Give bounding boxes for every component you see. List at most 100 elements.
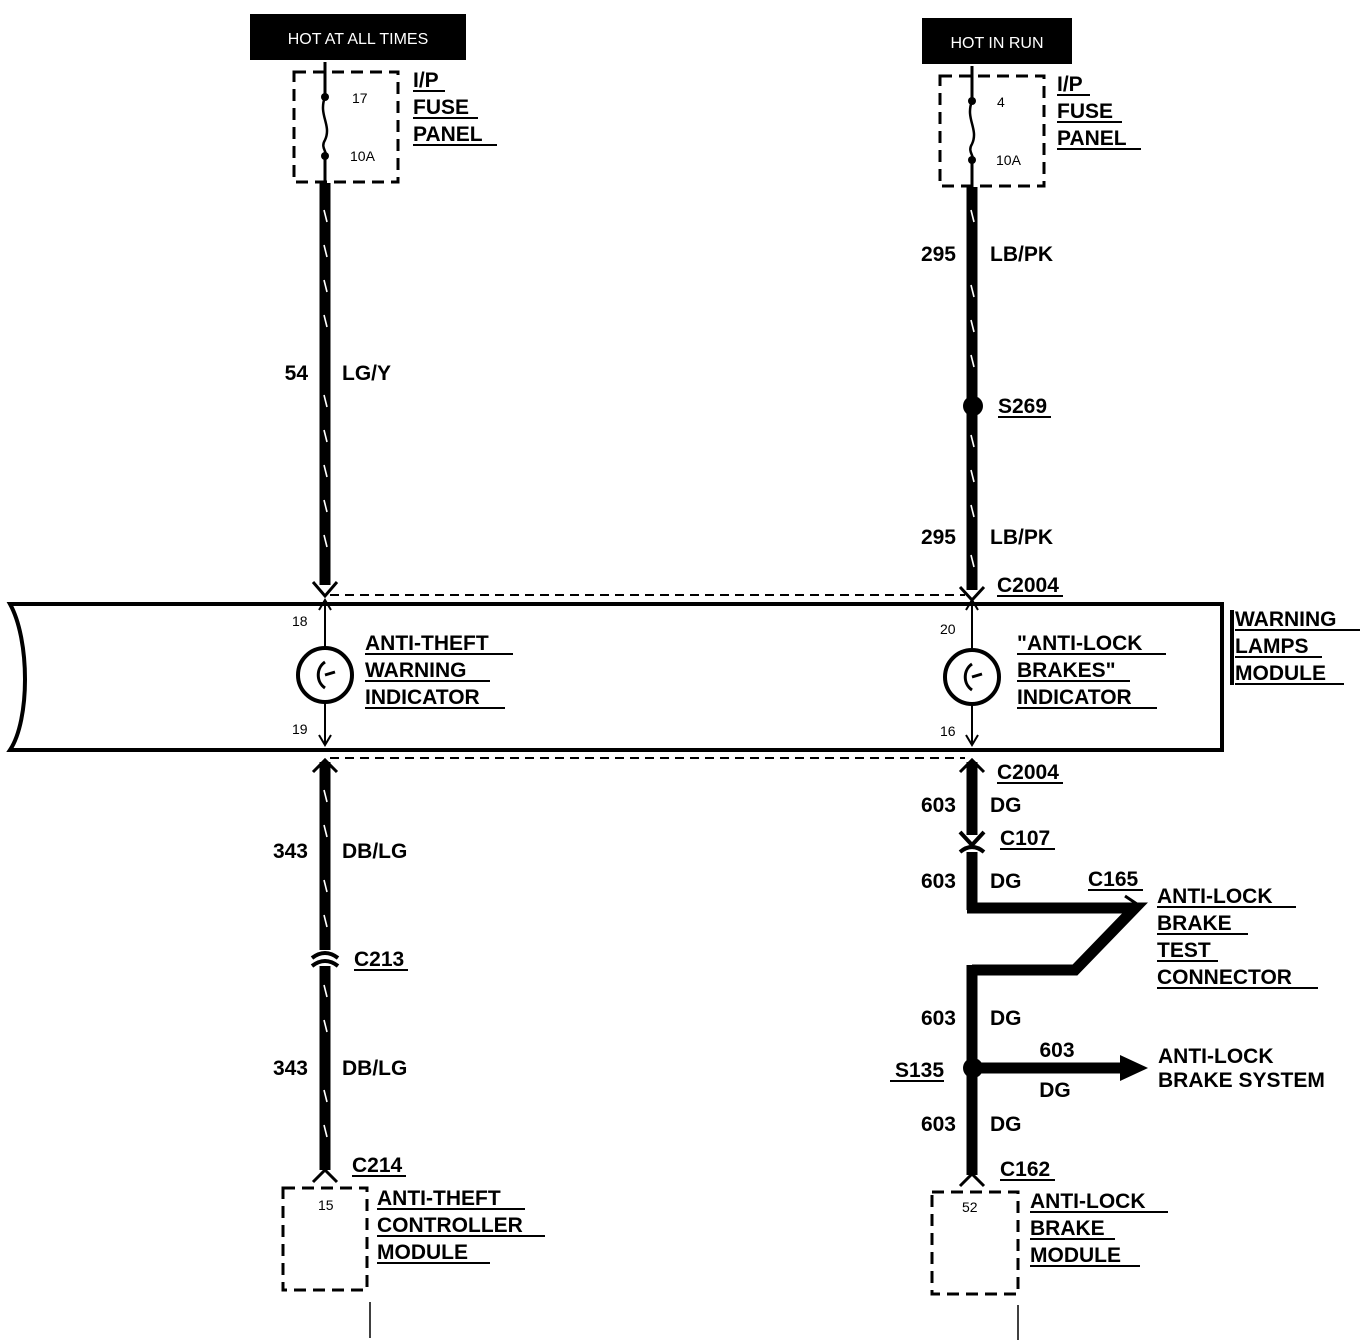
right-c162-chevron — [958, 1171, 986, 1188]
anti-lock-brake-module-box — [930, 1190, 1020, 1296]
right-fuse-icon — [968, 100, 976, 161]
svg-text:INDICATOR: INDICATOR — [1017, 686, 1132, 709]
svg-text:ANTI-THEFT: ANTI-THEFT — [365, 632, 489, 655]
left-wire-343-circuit-2: 343 — [273, 1057, 308, 1080]
left-pin-18: 18 — [292, 613, 308, 629]
left-c214-label: C214 — [352, 1154, 403, 1177]
anti-lock-test-connector-loop — [967, 902, 1148, 976]
left-wire-343-color-1: DB/LG — [342, 840, 407, 863]
svg-text:I/P: I/P — [413, 69, 439, 92]
left-c213-connector-icon — [310, 950, 340, 968]
left-pin-18-arrow — [318, 598, 332, 611]
svg-text:FUSE: FUSE — [1057, 100, 1113, 123]
right-wire-295-tracer — [970, 209, 975, 568]
right-wire-603-circuit-2: 603 — [921, 870, 956, 893]
svg-text:FUSE: FUSE — [413, 96, 469, 119]
svg-text:CONTROLLER: CONTROLLER — [377, 1214, 523, 1237]
svg-text:ANTI-LOCK: ANTI-LOCK — [1030, 1190, 1145, 1213]
left-c213-label: C213 — [354, 948, 404, 971]
splice-s269-dot — [963, 396, 983, 416]
right-fuse-rating: 10A — [996, 152, 1022, 168]
svg-text:CONNECTOR: CONNECTOR — [1157, 966, 1292, 989]
right-c2004-bottom-label: C2004 — [997, 761, 1059, 784]
svg-text:PANEL: PANEL — [413, 123, 483, 146]
branch-label-1: ANTI-LOCK — [1158, 1045, 1273, 1068]
right-wire-295-circuit-1: 295 — [921, 243, 956, 266]
anti-lock-brake-module-label: ANTI-LOCK BRAKE MODULE — [1030, 1190, 1168, 1267]
right-c162-label: C162 — [1000, 1158, 1050, 1181]
left-power-label: HOT AT ALL TIMES — [288, 31, 429, 48]
svg-text:"ANTI-LOCK: "ANTI-LOCK — [1017, 632, 1142, 655]
left-fuse-icon — [321, 96, 329, 157]
svg-text:LAMPS: LAMPS — [1235, 635, 1309, 658]
right-wire-603-circuit-1: 603 — [921, 794, 956, 817]
anti-theft-controller-module-box — [281, 1186, 369, 1292]
right-wire-603-color-4: DG — [990, 1113, 1022, 1136]
svg-text:I/P: I/P — [1057, 73, 1083, 96]
left-wire-343-circuit-1: 343 — [273, 840, 308, 863]
right-wire-603-circuit-4: 603 — [921, 1113, 956, 1136]
right-fuse-box — [938, 74, 1046, 188]
right-pin-16-arrow — [965, 734, 979, 747]
right-connector-top-chevron — [958, 585, 986, 603]
left-bulb-filament-icon — [316, 660, 336, 690]
right-bulb-filament-icon — [963, 662, 983, 692]
left-pin-19-arrow — [318, 734, 332, 747]
left-wire-343-color-2: DB/LG — [342, 1057, 407, 1080]
c165-connector-chevron — [1124, 894, 1143, 921]
svg-text:MODULE: MODULE — [1030, 1244, 1121, 1267]
left-c214-chevron — [311, 1167, 339, 1184]
right-c107-connector-icon — [958, 830, 986, 854]
svg-text:WARNING: WARNING — [1235, 608, 1337, 631]
svg-text:PANEL: PANEL — [1057, 127, 1127, 150]
left-pin-15: 15 — [318, 1197, 334, 1213]
left-wire-54-tracer — [323, 209, 328, 548]
left-pin-19: 19 — [292, 721, 308, 737]
branch-arrow-icon — [1120, 1055, 1148, 1081]
svg-text:BRAKE: BRAKE — [1030, 1217, 1105, 1240]
branch-label-2: BRAKE SYSTEM — [1158, 1069, 1325, 1092]
right-fuse-number: 4 — [997, 94, 1005, 110]
right-c107-label: C107 — [1000, 827, 1050, 850]
left-power-header-box — [250, 14, 466, 60]
warning-lamps-module-label: WARNING LAMPS MODULE — [1235, 608, 1360, 685]
branch-color: DG — [1039, 1079, 1071, 1102]
left-indicator-label: ANTI-THEFT WARNING INDICATOR — [365, 632, 513, 709]
right-wire-295-color-2: LB/PK — [990, 526, 1053, 549]
right-power-header-box — [922, 18, 1072, 64]
svg-text:INDICATOR: INDICATOR — [365, 686, 480, 709]
right-pin-52: 52 — [962, 1199, 978, 1215]
left-connector-top-chevron — [311, 581, 339, 599]
left-wire-54-circuit: 54 — [285, 362, 309, 385]
right-power-label: HOT IN RUN — [950, 35, 1043, 52]
right-wire-295-circuit-2: 295 — [921, 526, 956, 549]
right-connector-bottom-chevron — [958, 757, 986, 774]
right-wire-603-color-3: DG — [990, 1007, 1022, 1030]
anti-lock-brake-test-connector-label: ANTI-LOCK BRAKE TEST CONNECTOR — [1157, 885, 1318, 989]
splice-s269-label: S269 — [998, 395, 1047, 418]
left-fuse-rating: 10A — [350, 148, 376, 164]
left-fuse-number: 17 — [352, 90, 368, 106]
left-connector-bottom-chevron — [311, 757, 339, 774]
left-wire-54-color: LG/Y — [342, 362, 391, 385]
left-wire-343-tracer — [323, 789, 328, 1138]
right-pin-20: 20 — [940, 621, 956, 637]
svg-text:ANTI-THEFT: ANTI-THEFT — [377, 1187, 501, 1210]
branch-circuit: 603 — [1039, 1039, 1074, 1062]
anti-theft-controller-module-label: ANTI-THEFT CONTROLLER MODULE — [377, 1187, 545, 1264]
right-c2004-top-label: C2004 — [997, 574, 1059, 597]
right-wire-603-color-1: DG — [990, 794, 1022, 817]
right-wire-603-color-2: DG — [990, 870, 1022, 893]
svg-text:BRAKE: BRAKE — [1157, 912, 1232, 935]
right-indicator-label: "ANTI-LOCK BRAKES" INDICATOR — [1017, 632, 1166, 709]
svg-text:ANTI-LOCK: ANTI-LOCK — [1157, 885, 1272, 908]
svg-text:TEST: TEST — [1157, 939, 1211, 962]
svg-text:WARNING: WARNING — [365, 659, 467, 682]
svg-text:BRAKES": BRAKES" — [1017, 659, 1116, 682]
c165-label: C165 — [1088, 868, 1139, 891]
right-wire-295-color-1: LB/PK — [990, 243, 1053, 266]
right-wire-603-circuit-3: 603 — [921, 1007, 956, 1030]
splice-s135-label: S135 — [895, 1059, 944, 1082]
left-fuse-box — [292, 70, 400, 184]
